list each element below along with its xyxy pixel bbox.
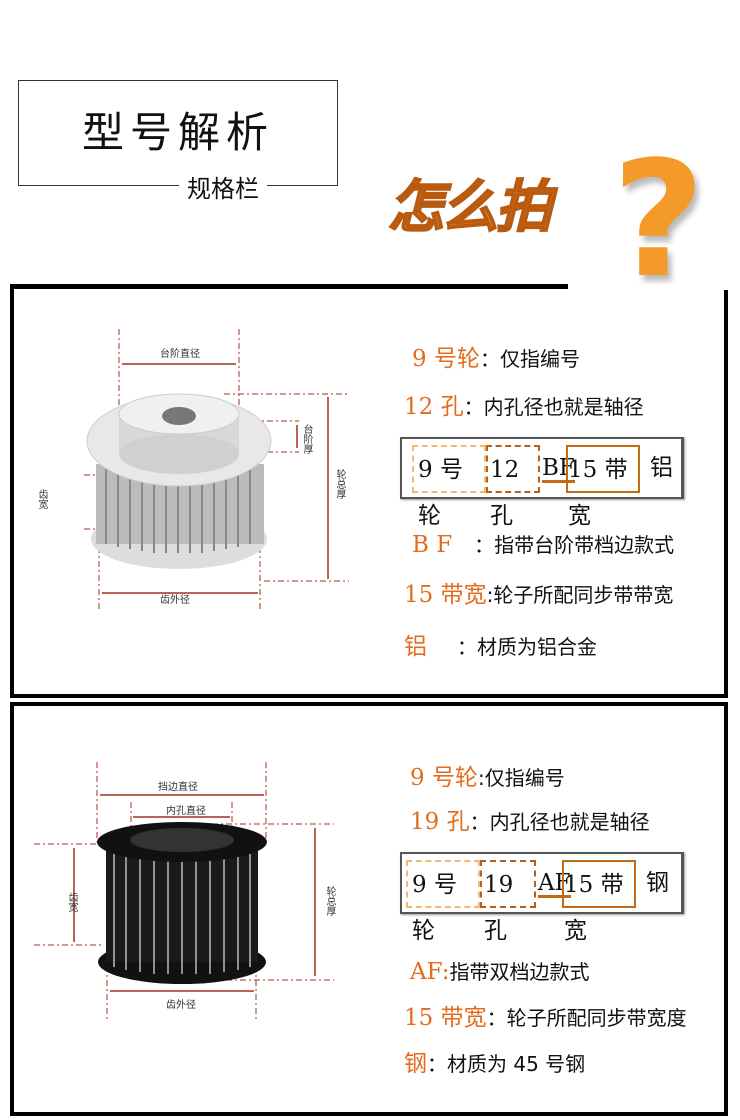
- dim-label-tooth-width: 齿宽: [66, 892, 77, 912]
- spec-item: 铝：材质为铝合金: [404, 634, 597, 660]
- spec-item: 19 孔：内孔径也就是轴径: [410, 809, 650, 835]
- spec-item: B F：指带台阶带档边款式: [412, 532, 675, 558]
- dim-label-tooth-width: 齿宽: [36, 489, 47, 509]
- spec-item: 9 号轮:仅指编号: [410, 765, 565, 791]
- title-box: 型号解析 规格栏: [18, 80, 338, 204]
- panel-af-steel: 挡边直径 内孔直径 轮总厚 齿宽 齿外径 9 号轮:仅指编号 19 孔：内孔径也…: [10, 702, 728, 1116]
- code-style: BF: [542, 445, 575, 483]
- code-wheel: 9 号轮: [412, 445, 486, 529]
- question-mark-icon: ?: [612, 126, 705, 313]
- code-width: 15 带宽: [562, 860, 636, 944]
- dim-label-step-diameter: 台阶直径: [160, 349, 200, 360]
- spec-item: 钢：材质为 45 号钢: [404, 1051, 586, 1077]
- dim-label-total-thickness: 轮总厚: [334, 469, 345, 499]
- pulley-diagram-aluminum: [84, 329, 349, 609]
- code-material: 钢: [646, 870, 669, 896]
- spec-item: AF:指带双档边款式: [410, 959, 590, 985]
- banner-text: 怎么拍: [387, 174, 553, 241]
- page-title: 型号解析: [81, 108, 274, 157]
- code-hole: 12 孔: [486, 445, 540, 529]
- dim-label-bore-diameter: 内孔直径: [166, 806, 206, 817]
- code-material: 铝: [650, 455, 673, 481]
- code-wheel: 9 号轮: [406, 860, 480, 944]
- dim-label-flange-diameter: 挡边直径: [158, 782, 198, 793]
- spec-item: 15 带宽：轮子所配同步带宽度: [404, 1005, 687, 1031]
- code-style: AF: [538, 860, 571, 898]
- dim-label-tooth-outer-diameter: 齿外径: [160, 595, 190, 606]
- pulley-diagram-steel: [34, 762, 334, 1022]
- code-width: 15 带宽: [566, 445, 640, 529]
- model-code-box: 9 号轮 12 孔 BF 15 带宽 铝: [400, 437, 684, 529]
- code-hole: 19 孔: [480, 860, 536, 944]
- spec-item: 12 孔：内孔径也就是轴径: [404, 394, 644, 420]
- spec-item: 9 号轮：仅指编号: [412, 346, 580, 372]
- panel-bf-aluminum: 台阶直径 台阶厚 轮总厚 齿宽 齿外径 9 号轮：仅指编号 12 孔：内孔径也就…: [10, 284, 728, 698]
- dim-label-total-thickness: 轮总厚: [324, 886, 335, 916]
- dim-label-tooth-outer-diameter: 齿外径: [166, 1000, 196, 1011]
- spec-item: 15 带宽:轮子所配同步带带宽: [404, 582, 674, 608]
- dim-label-step-thickness: 台阶厚: [301, 424, 312, 454]
- model-code-box: 9 号轮 19 孔 AF 15 带宽 钢: [400, 852, 684, 944]
- subtitle: 规格栏: [179, 169, 267, 204]
